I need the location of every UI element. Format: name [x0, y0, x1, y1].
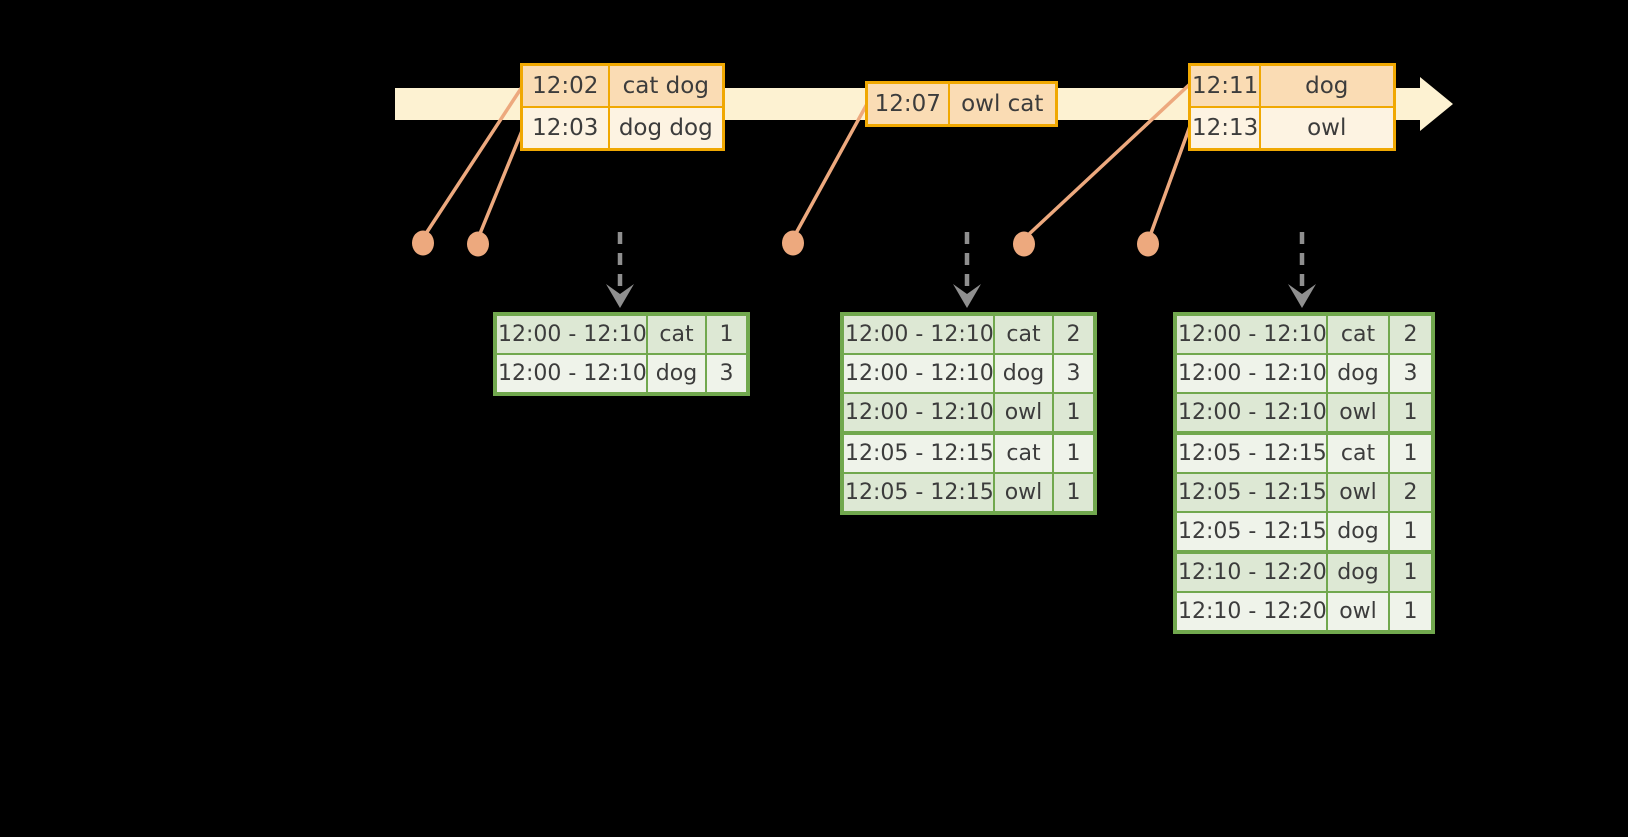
event-time-cell: 12:03	[520, 106, 610, 151]
event-words-cell: cat dog	[607, 63, 725, 108]
word-cell: owl	[993, 392, 1054, 434]
event-words-cell: owl cat	[947, 81, 1058, 127]
word-cell: cat	[1326, 313, 1390, 355]
count-cell: 3	[1388, 353, 1434, 394]
word-cell: owl	[993, 472, 1054, 514]
window-cell: 12:00 - 12:10	[841, 313, 995, 355]
window-cell: 12:00 - 12:10	[494, 353, 648, 395]
count-cell: 1	[1388, 392, 1434, 434]
window-cell: 12:10 - 12:20	[1174, 550, 1328, 593]
event-connector-line	[423, 86, 524, 236]
window-cell: 12:00 - 12:10	[494, 313, 648, 355]
window-cell: 12:10 - 12:20	[1174, 591, 1328, 633]
count-cell: 1	[1388, 550, 1434, 593]
trigger-arrows	[617, 232, 1305, 288]
event-time-cell: 12:13	[1188, 106, 1261, 151]
event-dot	[412, 230, 434, 256]
window-cell: 12:00 - 12:10	[1174, 313, 1328, 355]
count-cell: 3	[705, 353, 749, 395]
event-dot	[782, 230, 804, 256]
event-dot	[1137, 231, 1159, 257]
trigger-arrowhead-icon	[1288, 284, 1316, 308]
trigger-arrowheads	[606, 284, 1316, 308]
event-dot	[467, 231, 489, 257]
word-cell: owl	[1326, 472, 1390, 513]
event-connector-line	[1025, 82, 1192, 238]
word-cell: owl	[1326, 591, 1390, 633]
count-cell: 2	[1052, 313, 1096, 355]
word-cell: dog	[1326, 353, 1390, 394]
word-cell: dog	[993, 353, 1054, 394]
window-cell: 12:00 - 12:10	[841, 353, 995, 394]
event-connector-line	[793, 103, 869, 236]
count-cell: 1	[1388, 591, 1434, 633]
event-connector-line	[477, 125, 526, 237]
event-connector-line	[1148, 125, 1192, 237]
count-cell: 1	[1052, 392, 1096, 434]
word-cell: cat	[1326, 431, 1390, 474]
event-words-cell: owl	[1258, 106, 1396, 151]
event-time-cell: 12:02	[520, 63, 610, 108]
count-cell: 1	[1052, 431, 1096, 474]
window-cell: 12:00 - 12:10	[1174, 392, 1328, 434]
trigger-arrowhead-icon	[953, 284, 981, 308]
window-cell: 12:05 - 12:15	[1174, 472, 1328, 513]
word-cell: cat	[993, 313, 1054, 355]
event-time-cell: 12:11	[1188, 63, 1261, 108]
event-dots	[412, 230, 1159, 257]
count-cell: 1	[1052, 472, 1096, 514]
word-cell: dog	[1326, 511, 1390, 553]
count-cell: 2	[1388, 472, 1434, 513]
word-cell: cat	[646, 313, 707, 355]
word-cell: dog	[646, 353, 707, 395]
event-words-cell: dog	[1258, 63, 1396, 108]
word-cell: cat	[993, 431, 1054, 474]
word-cell: dog	[1326, 550, 1390, 593]
word-cell: owl	[1326, 392, 1390, 434]
event-time-cell: 12:07	[865, 81, 950, 127]
window-cell: 12:00 - 12:10	[841, 392, 995, 434]
count-cell: 1	[1388, 511, 1434, 553]
window-cell: 12:05 - 12:15	[841, 472, 995, 514]
count-cell: 2	[1388, 313, 1434, 355]
timeline-arrowhead-icon	[1420, 77, 1453, 131]
trigger-arrowhead-icon	[606, 284, 634, 308]
count-cell: 3	[1052, 353, 1096, 394]
event-dot	[1013, 231, 1035, 257]
count-cell: 1	[1388, 431, 1434, 474]
window-cell: 12:05 - 12:15	[1174, 511, 1328, 553]
count-cell: 1	[705, 313, 749, 355]
event-connector-lines	[423, 82, 1192, 238]
window-cell: 12:00 - 12:10	[1174, 353, 1328, 394]
window-cell: 12:05 - 12:15	[841, 431, 995, 474]
window-cell: 12:05 - 12:15	[1174, 431, 1328, 474]
event-words-cell: dog dog	[607, 106, 725, 151]
